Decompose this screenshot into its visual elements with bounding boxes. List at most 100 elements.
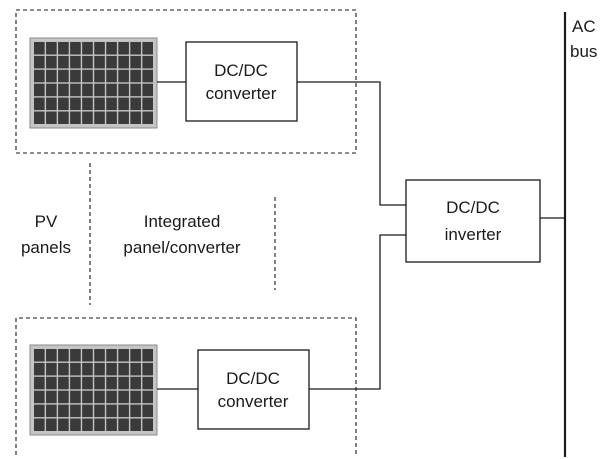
pv-cell [70,349,81,362]
converter-bottom-label-line1: DC/DC [226,369,280,388]
pv-cell [82,55,93,69]
pv-cell [106,418,117,431]
pv-cell [106,97,117,111]
ac-bus-label-line2: bus [570,42,597,61]
pv-cell [130,111,141,124]
pv-cell [58,55,69,69]
pv-cell [46,55,57,69]
pv-cell [106,390,117,404]
pv-cell [46,376,57,390]
pv-cell [94,55,105,69]
pv-cell [130,42,141,55]
pv-cell [130,69,141,83]
dcdc-converter-bottom: DC/DC converter [197,349,310,430]
pv-cell [94,83,105,97]
pv-cell [82,390,93,404]
pv-cell [70,55,81,69]
pv-cell [46,97,57,111]
pv-cell [70,362,81,376]
pv-cell [34,349,45,362]
pv-cell [94,362,105,376]
pv-cell [34,362,45,376]
pv-cell [46,349,57,362]
pv-cell [142,111,153,124]
pv-cell [106,111,117,124]
dcdc-converter-top: DC/DC converter [185,41,298,122]
pv-cell [34,390,45,404]
pv-cell [106,83,117,97]
wire-converter-top-to-inverter [297,81,406,206]
pv-cell [34,55,45,69]
pv-cell [106,376,117,390]
integrated-label-line2: panel/converter [123,238,241,257]
pv-cell [118,42,129,55]
pv-cell [46,418,57,431]
pv-cell [82,376,93,390]
pv-cell [130,404,141,418]
converter-bottom-label-line2: converter [218,392,289,411]
pv-cell [106,69,117,83]
pv-cell [70,390,81,404]
pv-cell [82,83,93,97]
pv-cell [130,83,141,97]
pv-cell [94,111,105,124]
pv-cell [118,349,129,362]
pv-cell [130,55,141,69]
pv-cell [118,111,129,124]
pv-cell [118,97,129,111]
pv-cell [34,42,45,55]
pv-cell [106,349,117,362]
pv-cell [58,404,69,418]
pv-cell [70,111,81,124]
pv-cell [142,349,153,362]
pv-cell [58,83,69,97]
pv-cell [46,404,57,418]
pv-cell [46,362,57,376]
pv-cell [82,362,93,376]
pv-cell [142,418,153,431]
inverter-label-line2: inverter [445,225,502,244]
pv-cell [58,349,69,362]
pv-cell [118,418,129,431]
pv-cell [130,376,141,390]
pv-cell [142,83,153,97]
pv-cell [70,83,81,97]
pv-cell [130,418,141,431]
ac-bus-label-line1: AC [572,17,596,36]
pv-cell [142,69,153,83]
pv-cell [70,376,81,390]
pv-panels-label-line1: PV [35,212,58,231]
pv-cell [94,349,105,362]
pv-cell [34,418,45,431]
pv-cell [118,55,129,69]
pv-cell [82,42,93,55]
pv-cell [82,418,93,431]
converter-top-label-line1: DC/DC [214,61,268,80]
pv-cell [118,69,129,83]
pv-cell [94,418,105,431]
pv-cell [34,69,45,83]
pv-cell [58,362,69,376]
pv-cell [70,42,81,55]
integrated-label-line1: Integrated [144,212,221,231]
pv-cell [130,349,141,362]
pv-cell [118,376,129,390]
dcdc-inverter: DC/DC inverter [405,179,541,263]
pv-cell [58,376,69,390]
pv-cell [142,376,153,390]
pv-cell [94,42,105,55]
pv-cell [142,97,153,111]
pv-cell [94,390,105,404]
pv-cell [34,83,45,97]
pv-cell [142,362,153,376]
pv-cell [34,111,45,124]
pv-cell [82,349,93,362]
inverter-label-line1: DC/DC [446,198,500,217]
pv-cell [142,390,153,404]
pv-panels-label-line2: panels [21,238,71,257]
integrated-unit-top-boundary [15,9,357,154]
pv-cell [94,404,105,418]
pv-cell [34,97,45,111]
pv-cell [46,390,57,404]
